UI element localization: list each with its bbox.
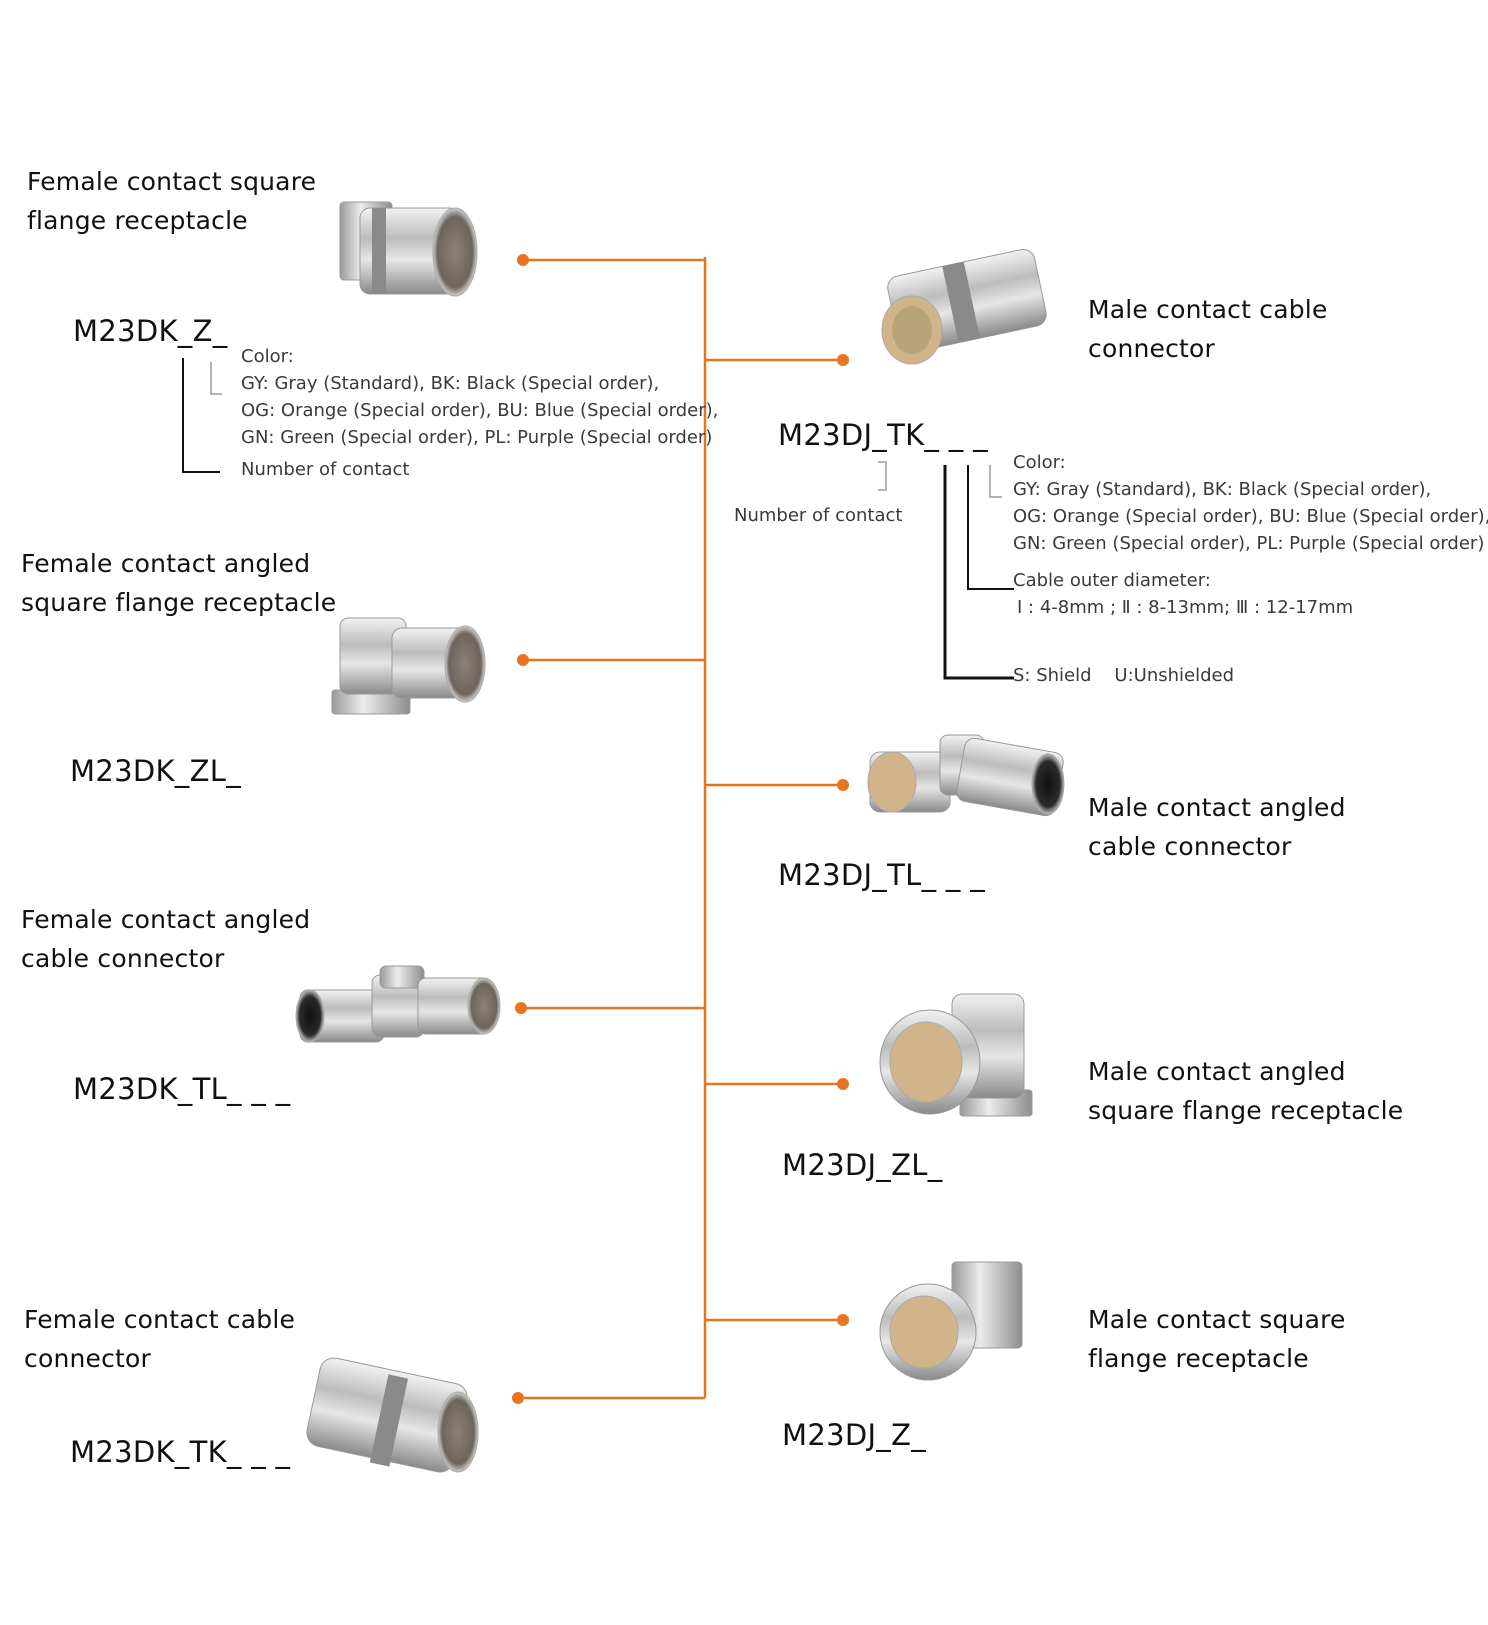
male-code-brackets bbox=[878, 461, 1014, 680]
branch-dot bbox=[837, 779, 849, 791]
male-square-flange-receptacle-icon bbox=[879, 1261, 1023, 1381]
male-legend-color: Color: GY: Gray (Standard), BK: Black (S… bbox=[1013, 452, 1488, 554]
male-legend-contacts: Number of contact bbox=[734, 505, 903, 526]
female-angled-square-flange-receptacle-icon bbox=[331, 617, 486, 715]
male-cable-connector-icon bbox=[881, 248, 1047, 365]
male-1-code: M23DJ_TK_ _ _ bbox=[778, 418, 988, 452]
female-1-code: M23DK_Z_ bbox=[73, 314, 228, 348]
male-3-code: M23DJ_ZL_ bbox=[782, 1148, 943, 1182]
male-legend-shield: S: Shield U:Unshielded bbox=[1013, 665, 1235, 686]
branch-dot bbox=[517, 654, 529, 666]
female-square-flange-receptacle-icon bbox=[339, 201, 478, 297]
female-4-code: M23DK_TK_ _ _ bbox=[70, 1435, 291, 1469]
male-2-code: M23DJ_TL_ _ _ bbox=[778, 858, 986, 892]
female-cable-connector-icon bbox=[306, 1357, 479, 1473]
male-4-code: M23DJ_Z_ bbox=[782, 1418, 927, 1452]
female-code-brackets bbox=[182, 358, 222, 473]
female-3-code: M23DK_TL_ _ _ bbox=[73, 1072, 291, 1106]
branch-dot bbox=[837, 1314, 849, 1326]
male-angled-square-flange-receptacle-icon bbox=[879, 993, 1033, 1117]
female-legend: Color: GY: Gray (Standard), BK: Black (S… bbox=[241, 346, 719, 480]
branch-dot bbox=[512, 1392, 524, 1404]
female-angled-cable-connector-icon bbox=[295, 965, 501, 1043]
branch-dot bbox=[837, 1078, 849, 1090]
branch-dot bbox=[837, 354, 849, 366]
branch-dot bbox=[515, 1002, 527, 1014]
branch-dot bbox=[517, 254, 529, 266]
male-angled-cable-connector-icon bbox=[867, 734, 1065, 817]
male-legend-cable: Cable outer diameter: Ⅰ : 4-8mm ; Ⅱ : 8-… bbox=[1013, 570, 1354, 618]
female-2-code: M23DK_ZL_ bbox=[70, 754, 241, 788]
